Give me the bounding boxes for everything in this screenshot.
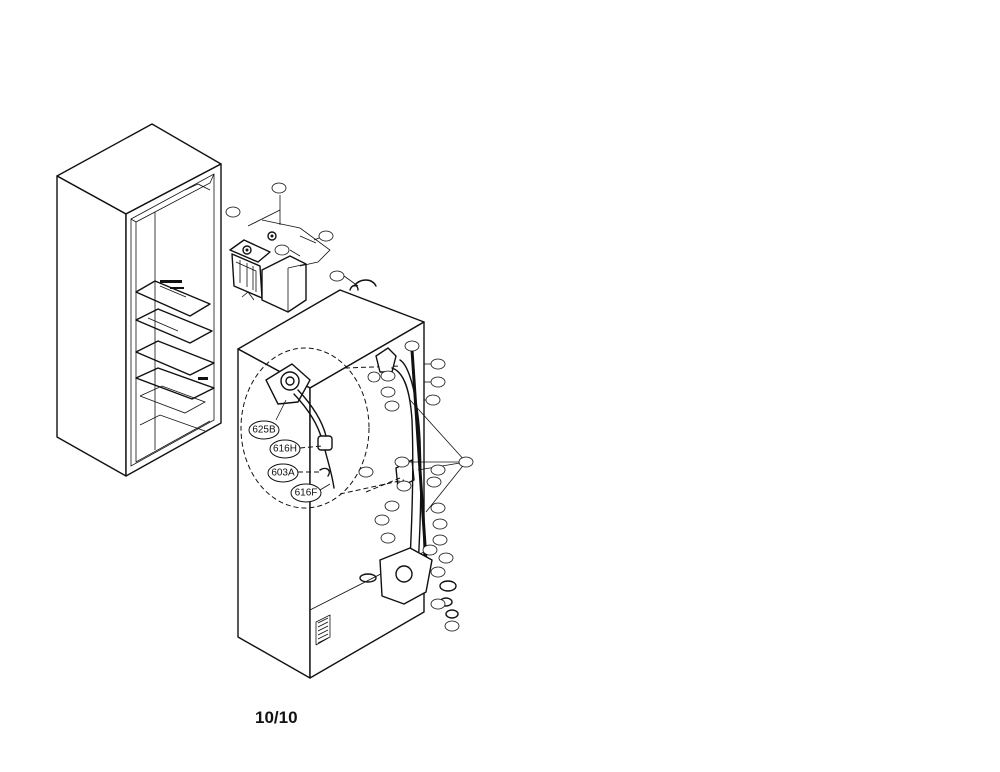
callout-616F: 616F xyxy=(290,483,331,503)
callout-marker xyxy=(374,514,390,526)
callout-label: 616F xyxy=(295,488,318,499)
callout-marker xyxy=(384,500,400,512)
ice-maker-callouts xyxy=(225,182,345,282)
callout-marker xyxy=(432,518,448,530)
callout-label: 625B xyxy=(252,425,276,436)
callout-label: 603A xyxy=(271,468,295,479)
callout-marker xyxy=(367,371,381,383)
callout-marker xyxy=(432,534,448,546)
callout-marker xyxy=(329,270,345,282)
callout-marker xyxy=(426,476,442,488)
callout-marker xyxy=(458,456,474,468)
detail-view-circle xyxy=(240,347,405,509)
callout-marker xyxy=(430,358,446,370)
callout-marker xyxy=(430,566,446,578)
callout-marker xyxy=(425,394,441,406)
callout-marker xyxy=(380,386,396,398)
page-number: 10/10 xyxy=(255,708,298,727)
callout-marker xyxy=(422,544,438,556)
callout-625B: 625B xyxy=(248,399,287,440)
callout-marker xyxy=(271,182,287,194)
callout-616H: 616H xyxy=(269,439,323,459)
callout-marker xyxy=(384,400,400,412)
callout-603A: 603A xyxy=(267,463,320,483)
callout-marker xyxy=(396,480,412,492)
tube-callouts xyxy=(358,340,474,632)
callout-marker xyxy=(404,340,420,352)
callout-marker xyxy=(274,244,290,256)
callout-marker xyxy=(430,376,446,388)
callout-marker xyxy=(430,598,446,610)
callout-marker xyxy=(394,456,410,468)
callout-marker xyxy=(430,502,446,514)
callout-marker xyxy=(318,230,334,242)
callout-marker xyxy=(225,206,241,218)
ice-maker-assembly xyxy=(229,195,377,313)
refrigerator-cabinet-front xyxy=(56,123,222,477)
callout-marker xyxy=(438,552,454,564)
callout-marker xyxy=(430,464,446,476)
callout-marker xyxy=(380,532,396,544)
callout-marker xyxy=(444,620,460,632)
callout-label: 616H xyxy=(273,444,297,455)
callout-marker xyxy=(358,466,374,478)
callout-marker xyxy=(380,370,396,382)
